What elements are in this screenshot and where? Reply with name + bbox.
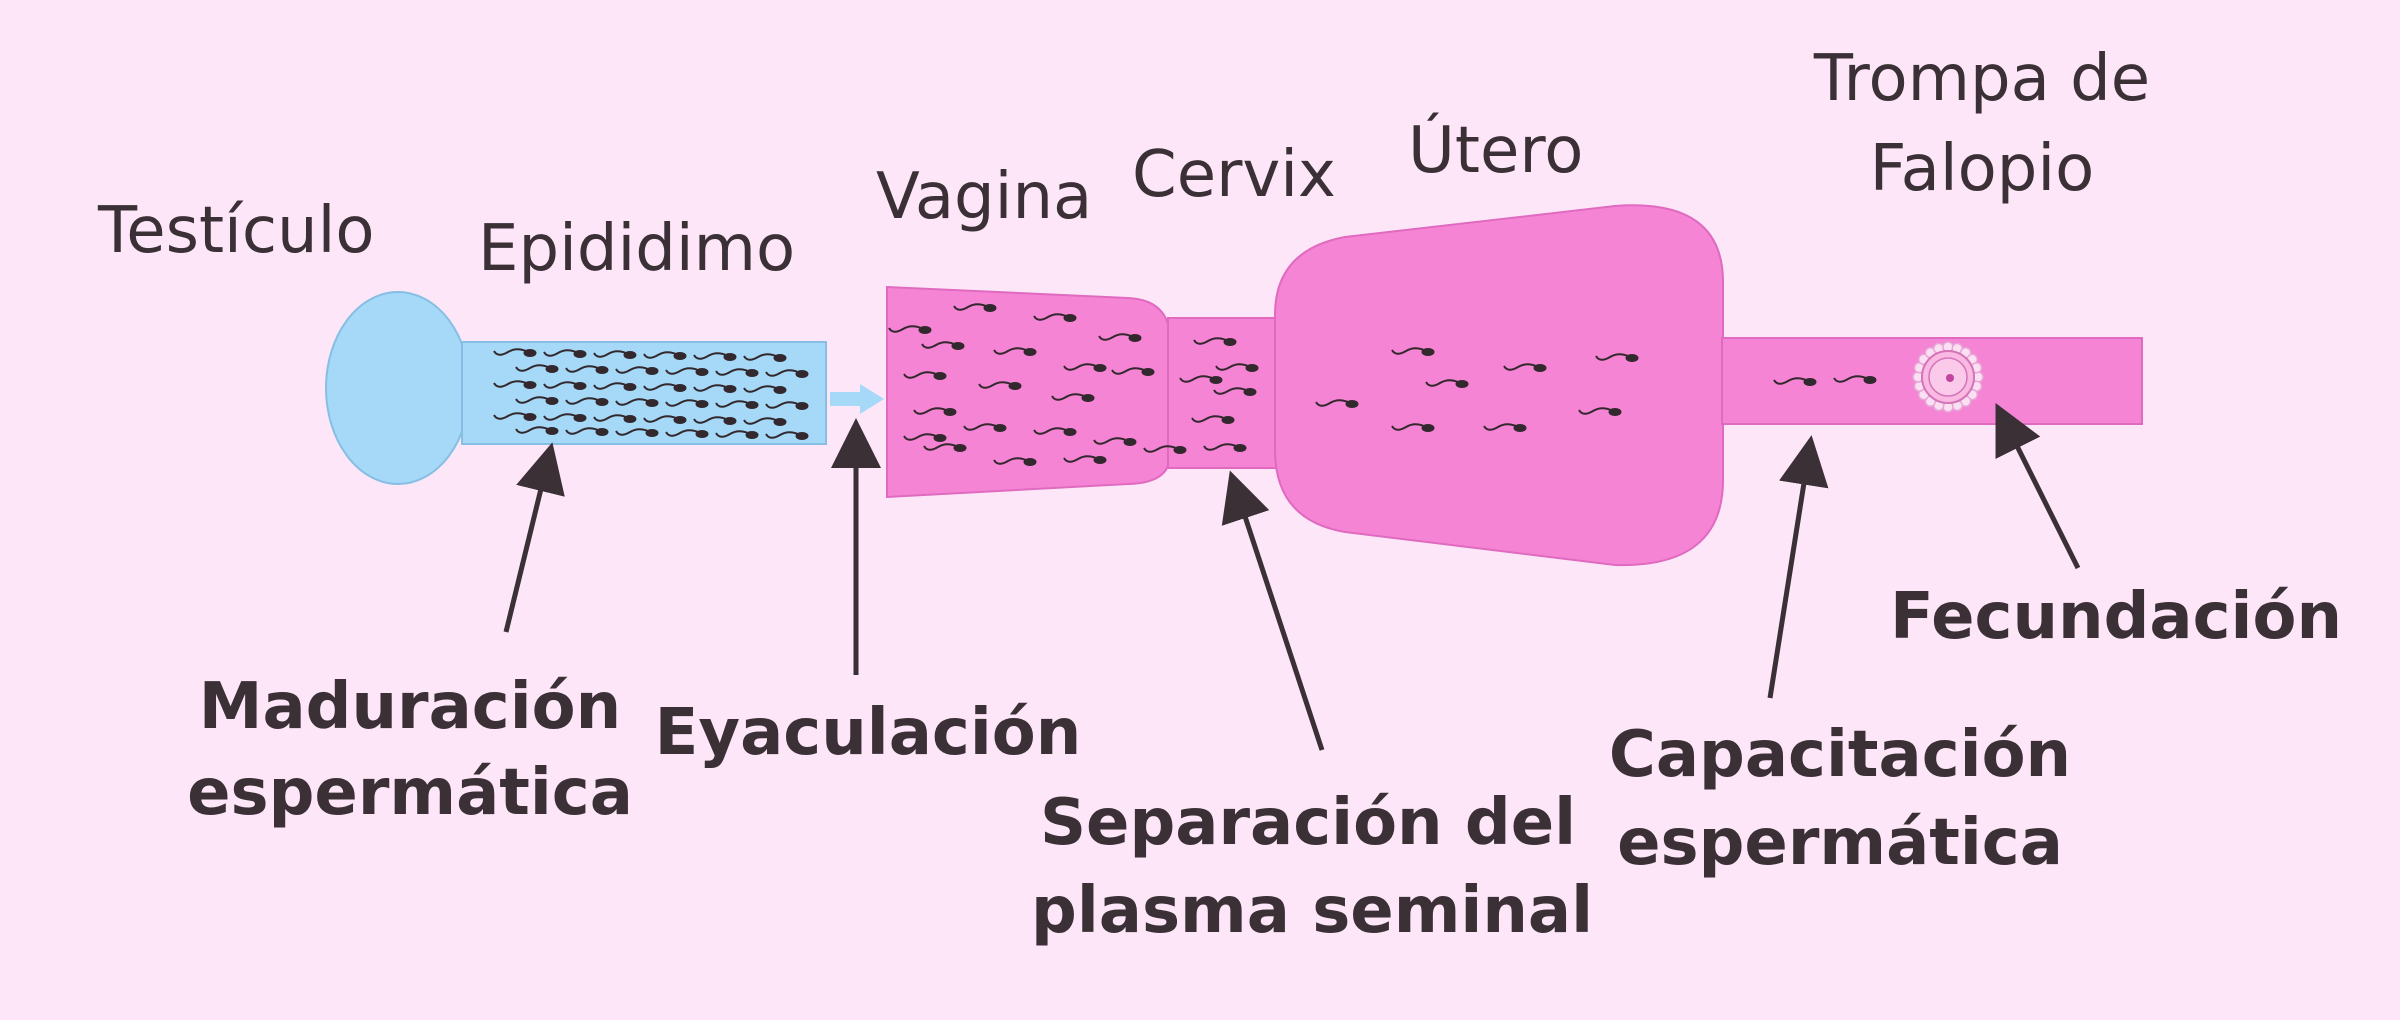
- sperm-icon: [1098, 333, 1142, 342]
- label-capacitacion-line1: Capacitación: [1609, 718, 2071, 792]
- sperm-icon: [1063, 363, 1107, 372]
- sperm-group: [493, 303, 1877, 466]
- sperm-icon: [923, 443, 967, 452]
- sperm-icon: [1391, 423, 1435, 432]
- sperm-icon: [1033, 313, 1077, 322]
- sperm-icon: [765, 369, 809, 378]
- label-fecundacion: Fecundación: [1890, 580, 2342, 654]
- sperm-icon: [665, 429, 709, 438]
- sperm-icon: [715, 430, 759, 439]
- sperm-icon: [765, 401, 809, 410]
- sperm-icon: [493, 380, 537, 389]
- sperm-icon: [615, 428, 659, 437]
- label-maduracion-line2: espermática: [187, 756, 633, 830]
- label-trompa-line2: Falopio: [1870, 132, 2095, 206]
- label-cervix: Cervix: [1132, 138, 1336, 212]
- label-separacion-line2: plasma seminal: [1031, 874, 1593, 948]
- sperm-icon: [993, 347, 1037, 356]
- sperm-icon: [693, 416, 737, 425]
- sperm-icon: [765, 431, 809, 440]
- ovum-icon: [1912, 341, 1984, 413]
- epididymis-tube: [461, 341, 827, 445]
- label-eyaculacion: Eyaculación: [655, 696, 1082, 770]
- sperm-icon: [1391, 347, 1435, 356]
- sperm-icon: [543, 349, 587, 358]
- sperm-icon: [1315, 399, 1359, 408]
- sperm-icon: [515, 396, 559, 405]
- sperm-icon: [493, 412, 537, 421]
- sperm-icon: [593, 414, 637, 423]
- sperm-icon: [665, 367, 709, 376]
- testicle-shape: [325, 291, 471, 485]
- arrow-separacion: [1221, 470, 1325, 751]
- sperm-icon: [593, 382, 637, 391]
- sperm-icon: [993, 457, 1037, 466]
- label-maduracion-line1: Maduración: [199, 670, 621, 744]
- sperm-icon: [953, 303, 997, 312]
- sperm-icon: [903, 433, 947, 442]
- sperm-icon: [888, 325, 932, 334]
- sperm-icon: [1595, 353, 1639, 362]
- sperm-icon: [921, 341, 965, 350]
- sperm-icon: [1425, 379, 1469, 388]
- sperm-icon: [565, 397, 609, 406]
- sperm-icon: [1833, 375, 1877, 384]
- sperm-icon: [1191, 415, 1235, 424]
- sperm-icon: [1063, 455, 1107, 464]
- arrow-capacitacion: [1767, 435, 1829, 699]
- uterus-shape: [1274, 204, 1724, 567]
- label-epididimo: Epididimo: [478, 212, 795, 286]
- arrow-fecundacion: [1995, 403, 2081, 570]
- label-testiculo: Testículo: [97, 194, 375, 268]
- sperm-icon: [1033, 427, 1077, 436]
- sperm-icon: [543, 413, 587, 422]
- sperm-icon: [493, 348, 537, 357]
- arrow-maduracion: [503, 442, 565, 633]
- ejaculation-flow-arrow: [830, 384, 884, 414]
- label-capacitacion-line2: espermática: [1617, 806, 2063, 880]
- sperm-icon: [1143, 445, 1187, 454]
- sperm-icon: [903, 371, 947, 380]
- label-separacion-line1: Separación del: [1040, 786, 1576, 860]
- sperm-icon: [615, 398, 659, 407]
- sperm-icon: [743, 353, 787, 362]
- sperm-icon: [1179, 375, 1223, 384]
- sperm-icon: [565, 365, 609, 374]
- sperm-icon: [978, 381, 1022, 390]
- sperm-icon: [643, 415, 687, 424]
- sperm-icon: [515, 426, 559, 435]
- sperm-icon: [515, 364, 559, 373]
- sperm-icon: [715, 400, 759, 409]
- sperm-icon: [1483, 423, 1527, 432]
- sperm-icon: [1193, 337, 1237, 346]
- sperm-icon: [1215, 363, 1259, 372]
- sperm-icon: [913, 407, 957, 416]
- sperm-icon: [565, 427, 609, 436]
- sperm-icon: [693, 352, 737, 361]
- sperm-icon: [743, 385, 787, 394]
- sperm-icon: [665, 399, 709, 408]
- sperm-icon: [643, 351, 687, 360]
- sperm-icon: [593, 350, 637, 359]
- sperm-icon: [1093, 437, 1137, 446]
- sperm-icon: [963, 423, 1007, 432]
- sperm-icon: [715, 368, 759, 377]
- sperm-icon: [693, 384, 737, 393]
- sperm-icon: [543, 381, 587, 390]
- label-utero: Útero: [1408, 112, 1583, 188]
- sperm-icon: [643, 383, 687, 392]
- sperm-icon: [1213, 387, 1257, 396]
- sperm-icon: [1578, 407, 1622, 416]
- sperm-icon: [743, 417, 787, 426]
- label-vagina: Vagina: [876, 160, 1092, 234]
- sperm-icon: [1111, 367, 1155, 376]
- sperm-icon: [615, 366, 659, 375]
- sperm-icon: [1773, 377, 1817, 386]
- label-trompa-line1: Trompa de: [1813, 42, 2150, 116]
- sperm-icon: [1503, 363, 1547, 372]
- sperm-icon: [1051, 393, 1095, 402]
- sperm-icon: [1203, 443, 1247, 452]
- pointer-arrows: [503, 403, 2081, 751]
